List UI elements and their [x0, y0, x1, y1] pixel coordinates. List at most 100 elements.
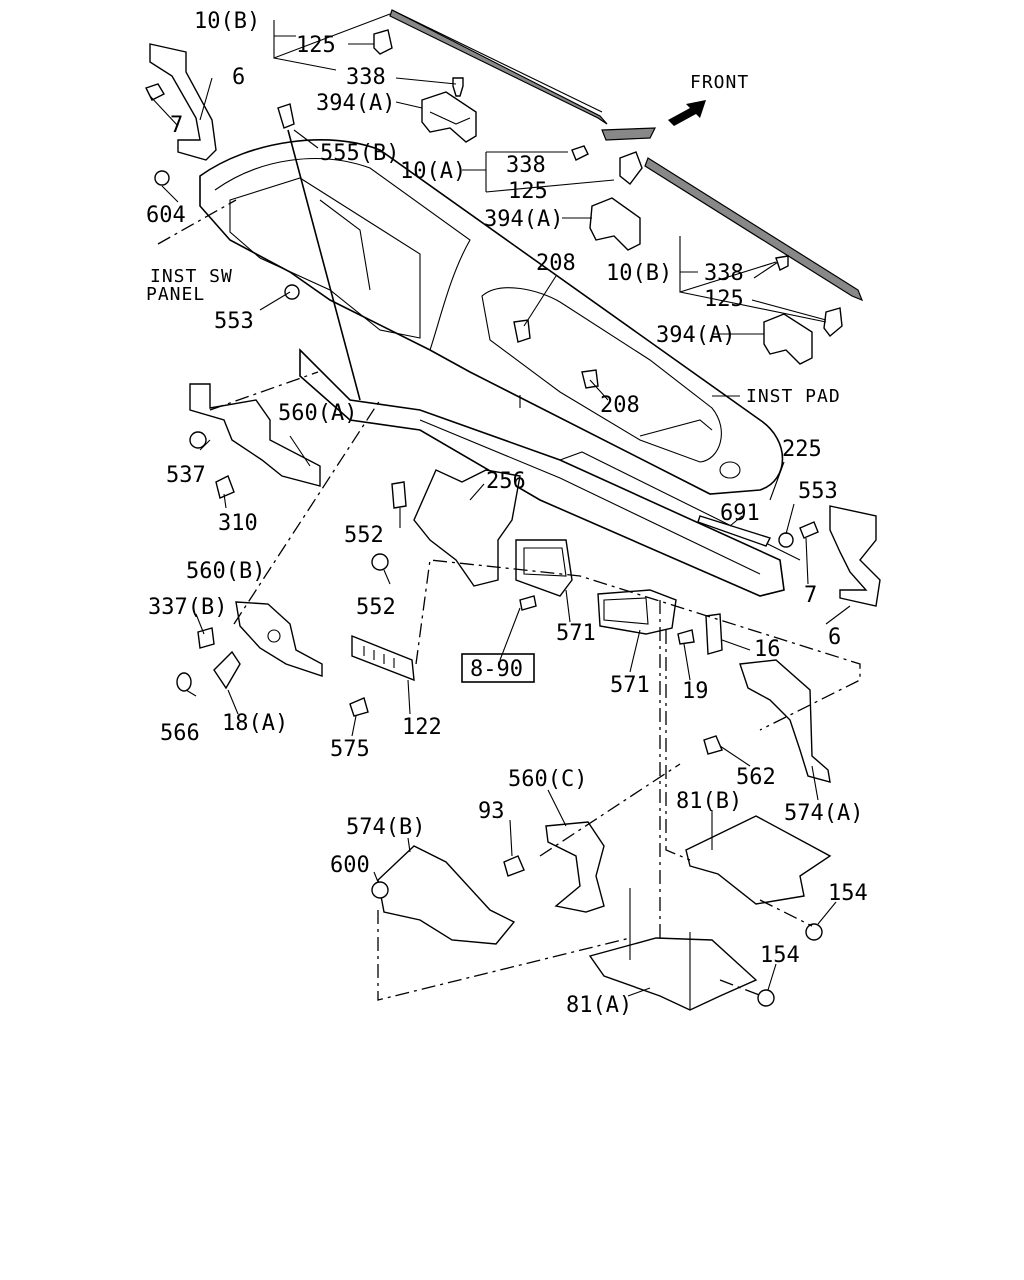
bracket-16	[705, 613, 723, 655]
label-691: 691	[720, 501, 760, 526]
nut-553-left	[284, 284, 300, 300]
label-10b-top: 10(B)	[194, 9, 260, 34]
bolt-310	[215, 475, 235, 499]
label-555b: 555(B)	[320, 141, 399, 166]
bracket-560c	[545, 821, 605, 913]
label-571-a: 571	[556, 621, 596, 646]
label-560b: 560(B)	[186, 559, 265, 584]
label-256: 256	[486, 469, 526, 494]
label-19: 19	[682, 679, 709, 704]
plate-81b	[685, 815, 832, 905]
label-560c: 560(C)	[508, 767, 587, 792]
leader-lines	[149, 13, 851, 997]
label-10a: 10(A)	[400, 159, 466, 184]
front-label: FRONT	[690, 72, 749, 93]
label-6-left: 6	[232, 65, 245, 90]
nut-553-right	[778, 532, 794, 548]
bolt-7-left	[145, 83, 165, 101]
label-338-right: 338	[704, 261, 744, 286]
instrument-pad	[199, 139, 784, 495]
label-125-right: 125	[704, 287, 744, 312]
clip-125-top	[373, 29, 393, 55]
screw-8-90	[519, 595, 537, 611]
label-575: 575	[330, 737, 370, 762]
label-604: 604	[146, 203, 186, 228]
side-bracket-6-right	[829, 505, 881, 607]
nut-537	[189, 431, 207, 449]
strip-691	[697, 515, 771, 547]
bracket-574a	[739, 659, 831, 783]
label-562: 562	[736, 765, 776, 790]
label-10b-right: 10(B)	[606, 261, 672, 286]
label-122: 122	[402, 715, 442, 740]
clip-125-mid	[619, 151, 643, 185]
retainer-394a-right	[763, 313, 813, 365]
label-337b: 337(B)	[148, 595, 227, 620]
pocket-571-b	[597, 589, 677, 635]
label-553-left: 553	[214, 309, 254, 334]
label-7-right: 7	[804, 583, 817, 608]
bolt-552-b	[371, 553, 389, 571]
bracket-574b	[377, 845, 516, 945]
duct-clip-208-b	[581, 369, 599, 389]
label-154-lower: 154	[760, 943, 800, 968]
plate-81a	[588, 888, 758, 1011]
bolt-562	[703, 735, 723, 755]
bolt-337b	[197, 627, 215, 649]
label-553-right: 553	[798, 479, 838, 504]
bolt-575	[349, 697, 369, 717]
bolt-555b	[277, 103, 295, 129]
label-18a: 18(A)	[222, 711, 288, 736]
label-208-b: 208	[600, 393, 640, 418]
label-310: 310	[218, 511, 258, 536]
duct-clip-208-a	[513, 319, 531, 343]
bolt-93	[503, 855, 525, 877]
label-571-b: 571	[610, 673, 650, 698]
screw-338-right	[775, 255, 789, 271]
nut-154-lower	[757, 989, 775, 1007]
label-81b: 81(B)	[676, 789, 742, 814]
label-338-mid: 338	[506, 153, 546, 178]
label-574b: 574(B)	[346, 815, 425, 840]
label-16: 16	[754, 637, 781, 662]
screw-338-mid	[571, 145, 589, 161]
retainer-394a-top	[421, 91, 477, 143]
label-338-top: 338	[346, 65, 386, 90]
nut-154-right	[805, 923, 823, 941]
nut-552-a	[391, 481, 407, 509]
fitting-18a	[213, 650, 241, 690]
label-552-b: 552	[356, 595, 396, 620]
label-125-mid: 125	[508, 179, 548, 204]
label-560a: 560(A)	[278, 401, 357, 426]
front-arrow-icon	[668, 100, 706, 126]
label-537: 537	[166, 463, 206, 488]
reference-box-8-90	[461, 653, 535, 683]
label-208-a: 208	[536, 251, 576, 276]
label-125-top: 125	[296, 33, 336, 58]
screw-338-top	[452, 77, 464, 97]
label-394a-top: 394(A)	[316, 91, 395, 116]
side-bracket-6-left	[149, 43, 217, 161]
screw-19	[677, 629, 695, 645]
label-inst-sw-panel: PANEL	[146, 284, 205, 305]
bolt-555b-line	[287, 129, 361, 401]
label-6-right: 6	[828, 625, 841, 650]
label-394a-mid: 394(A)	[484, 207, 563, 232]
label-394a-right: 394(A)	[656, 323, 735, 348]
defrost-grille-10b-top	[389, 9, 608, 125]
label-600: 600	[330, 853, 370, 878]
label-566: 566	[160, 721, 200, 746]
bracket-560b	[235, 601, 323, 677]
clip-125-right	[823, 307, 843, 338]
defrost-grille-10b-right	[644, 157, 864, 302]
switch-122	[351, 634, 415, 682]
label-inst-pad: INST PAD	[746, 386, 841, 407]
bracket-560a	[189, 383, 321, 487]
label-inst-sw: INST SW	[150, 266, 233, 287]
defrost-grille-10a	[601, 127, 656, 141]
label-93: 93	[478, 799, 505, 824]
grommet-566	[176, 672, 192, 692]
label-574a: 574(A)	[784, 801, 863, 826]
assembly-lines	[157, 199, 861, 1001]
nut-604	[154, 170, 170, 186]
